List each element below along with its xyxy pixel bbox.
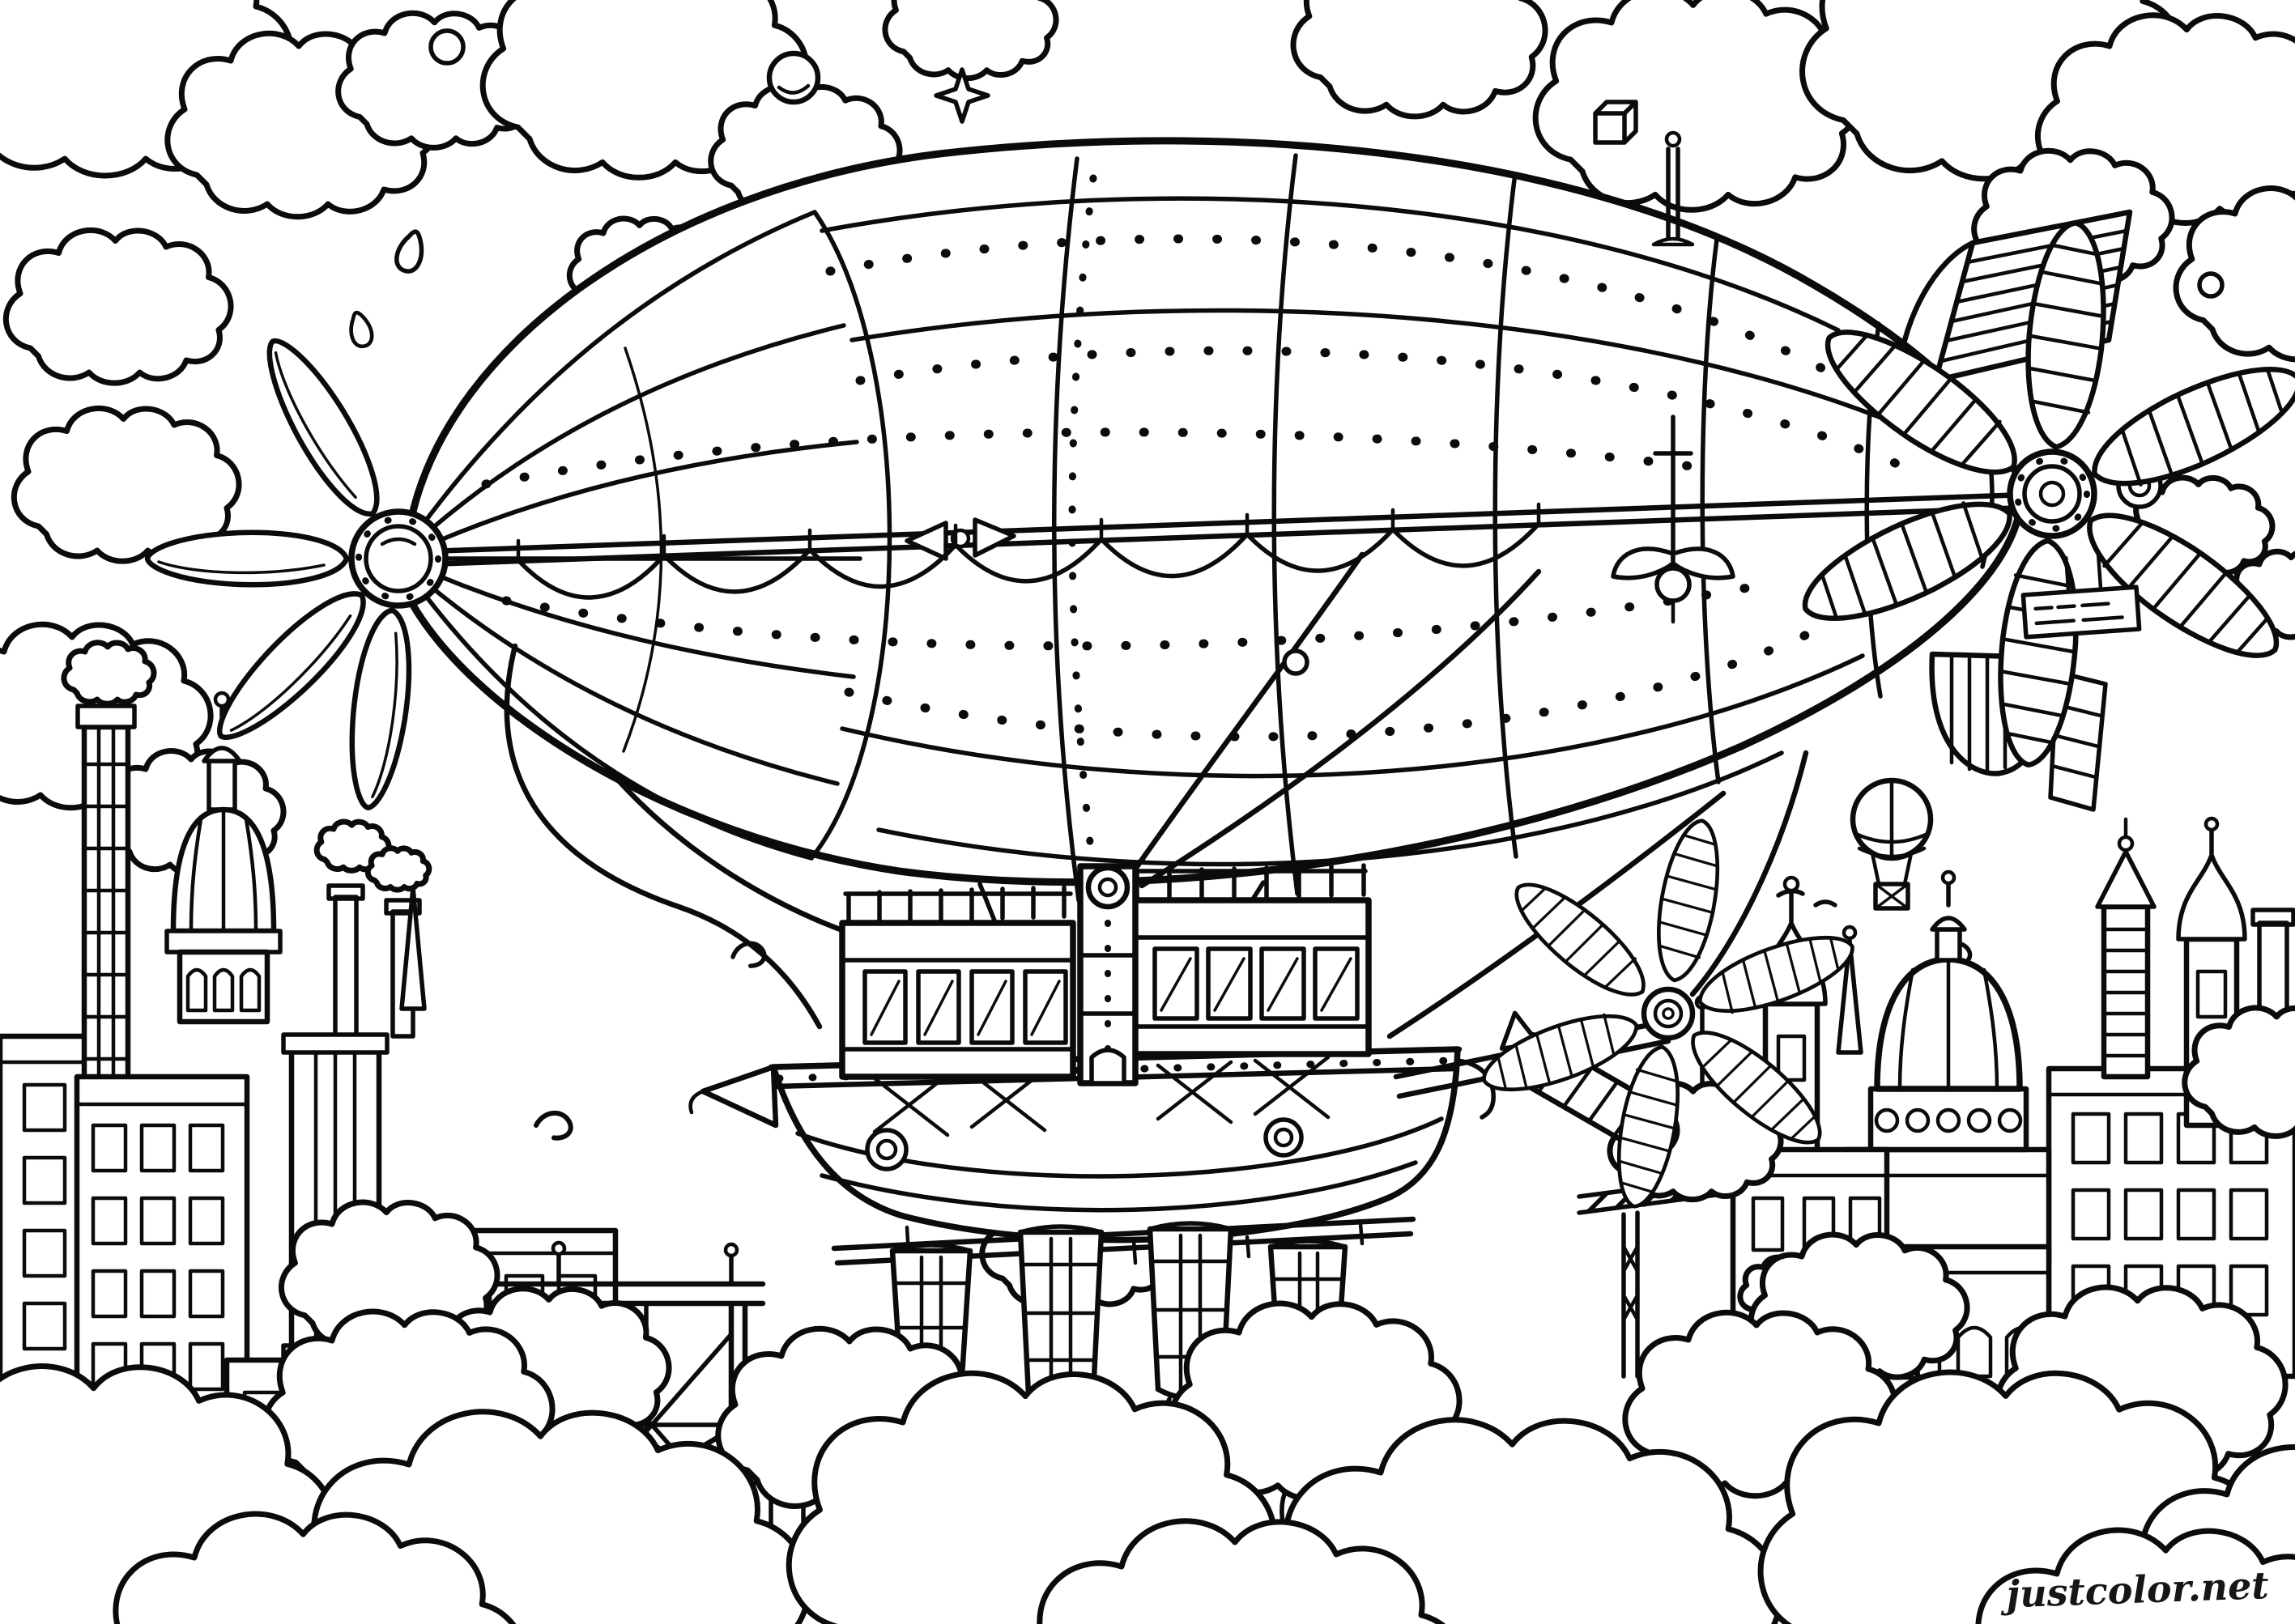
small-spire: [399, 885, 427, 1011]
sparkle-star-icon: [934, 67, 990, 124]
banded-tower: [2095, 817, 2157, 1080]
teardrop-icon: [347, 310, 374, 348]
dome-left: [164, 691, 283, 1025]
cube-icon: [1593, 100, 1638, 145]
pebble-small-icon: [428, 28, 466, 66]
scalloped-drape: [516, 521, 1541, 600]
front-propeller: [147, 328, 449, 810]
envelope-outline: [400, 137, 2025, 886]
cabin-right-windows: [1152, 946, 1360, 1021]
stern-davit: [1455, 1058, 1496, 1120]
airship-envelope: [396, 130, 2052, 903]
rigging-cables: [504, 551, 1809, 1039]
teardrop-icon: [393, 228, 428, 274]
floating-debris: [347, 28, 2225, 1138]
cabin-left-windows: [862, 969, 1068, 1045]
winged-finial: [1611, 415, 1735, 624]
rear-propeller: [1790, 219, 2295, 767]
cabin-left: [839, 885, 1076, 1080]
mini-hot-air-balloon: [1850, 777, 1934, 911]
mid-chimneys: [326, 871, 427, 1039]
spar-turnbuckle: [905, 517, 1016, 561]
pebble-icon: [766, 50, 821, 105]
prow: [700, 1064, 779, 1129]
equator-spar: [403, 491, 2052, 568]
cabin-right: [1129, 863, 1372, 1057]
hull-truss: [872, 1055, 1331, 1137]
top-mast: [1651, 130, 1695, 247]
thin-spire: [1836, 938, 1863, 1055]
envelope-longitudinal-lines: [820, 196, 1939, 867]
watermark-text: justcolor.net: [1999, 1563, 2270, 1617]
rigging-ring: [1282, 648, 1309, 676]
hanging-plaque: [2020, 552, 2142, 640]
side-propeller: [1393, 816, 1861, 1211]
central-pylon: [1077, 863, 1139, 1086]
great-dome: [1843, 869, 2052, 1266]
envelope-rivet-dots: [481, 234, 1924, 742]
tower-windows: [22, 1082, 67, 1424]
